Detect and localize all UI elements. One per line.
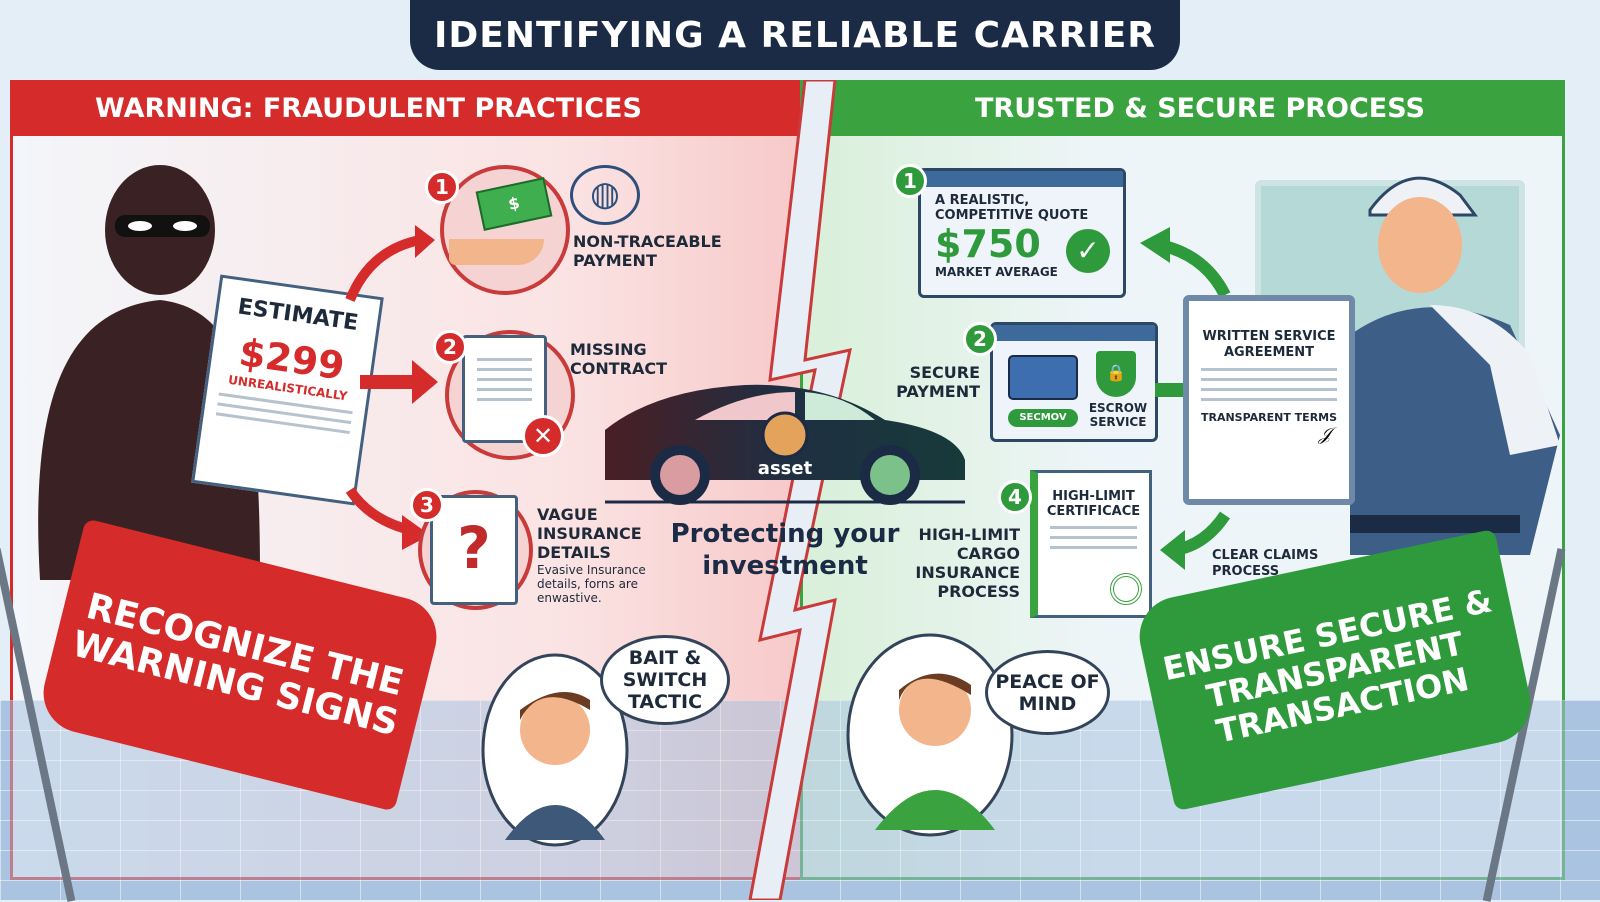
worried-person bbox=[481, 653, 629, 847]
quote-price: $750 bbox=[935, 222, 1041, 266]
agreement-terms: TRANSPARENT TERMS bbox=[1200, 411, 1338, 424]
service-agreement-clipboard: WRITTEN SERVICE AGREEMENT TRANSPARENT TE… bbox=[1183, 295, 1355, 505]
item-label: VAGUE INSURANCE DETAILS bbox=[537, 505, 642, 562]
secure-payment-label: SECURE PAYMENT bbox=[896, 363, 980, 401]
cargo-insurance-label: HIGH-LIMIT CARGO INSURANCE PROCESS bbox=[915, 525, 1020, 601]
certificate-doc: HIGH-LIMIT CERTIFICACE bbox=[1030, 470, 1152, 618]
happy-person bbox=[846, 633, 1014, 837]
check-icon: ✓ bbox=[1066, 229, 1110, 273]
credit-card-icon bbox=[1008, 355, 1078, 400]
hand-icon bbox=[449, 239, 544, 265]
shield-lock-icon: 🔒 bbox=[1096, 351, 1136, 397]
seal-icon bbox=[1110, 573, 1142, 605]
payment-card: SECMOV 🔒 ESCROW SERVICE bbox=[990, 322, 1158, 442]
quote-title: A REALISTIC, COMPETITIVE QUOTE bbox=[935, 193, 1089, 223]
globe-icon: ◍ bbox=[570, 165, 640, 225]
warning-flag-text: RECOGNIZE THE WARNING SIGNS bbox=[68, 585, 408, 745]
window-bar bbox=[993, 325, 1155, 341]
step-badge: 3 bbox=[410, 488, 444, 522]
thought-bubble-bait: BAIT & SWITCH TACTIC bbox=[600, 635, 730, 725]
signature: 𝒥 bbox=[1318, 424, 1331, 445]
cash-icon: $ bbox=[475, 177, 553, 231]
step-badge: 2 bbox=[963, 322, 997, 356]
secmov-button[interactable]: SECMOV bbox=[1008, 409, 1078, 427]
trusted-header: TRUSTED & SECURE PROCESS bbox=[800, 80, 1565, 136]
agreement-title: WRITTEN SERVICE AGREEMENT bbox=[1202, 329, 1336, 360]
thought-text: BAIT & SWITCH TACTIC bbox=[622, 647, 708, 713]
payment-icon-circle: $ bbox=[440, 165, 570, 295]
window-bar bbox=[921, 171, 1123, 187]
quote-card: A REALISTIC, COMPETITIVE QUOTE $750 MARK… bbox=[918, 168, 1126, 298]
thief-figure bbox=[38, 165, 260, 580]
worker-figure bbox=[1350, 176, 1560, 555]
step-badge: 2 bbox=[433, 330, 467, 364]
x-icon: ✕ bbox=[522, 415, 564, 457]
certificate-title: HIGH-LIMIT CERTIFICACE bbox=[1046, 489, 1141, 519]
item-description: Evasive Insurance details, forns are enw… bbox=[537, 563, 646, 605]
step-badge: 1 bbox=[893, 164, 927, 198]
trusted-flag-text: ENSURE SECURE & TRANSPARENT TRANSACTION bbox=[1159, 581, 1496, 751]
thought-bubble-peace: PEACE OF MIND bbox=[985, 650, 1110, 735]
center-caption: Protecting your investment bbox=[670, 519, 900, 581]
item-label: MISSING CONTRACT bbox=[570, 340, 668, 378]
car-label: asset bbox=[757, 458, 813, 479]
warning-arrows bbox=[345, 225, 438, 550]
warning-header: WARNING: FRAUDULENT PRACTICES bbox=[10, 80, 805, 136]
step-badge: 1 bbox=[425, 170, 459, 204]
lightning-divider bbox=[748, 80, 852, 900]
item-label: NON-TRACEABLE PAYMENT bbox=[573, 232, 722, 270]
question-icon: ? bbox=[430, 495, 518, 605]
claims-label: CLEAR CLAIMS PROCESS bbox=[1212, 548, 1319, 579]
step-badge: 4 bbox=[998, 480, 1032, 514]
thought-text: PEACE OF MIND bbox=[995, 670, 1100, 715]
quote-note: MARKET AVERAGE bbox=[935, 265, 1058, 279]
car-illustration bbox=[605, 384, 965, 505]
escrow-label: ESCROW SERVICE bbox=[1088, 401, 1148, 429]
page-title: IDENTIFYING A RELIABLE CARRIER bbox=[410, 0, 1180, 70]
